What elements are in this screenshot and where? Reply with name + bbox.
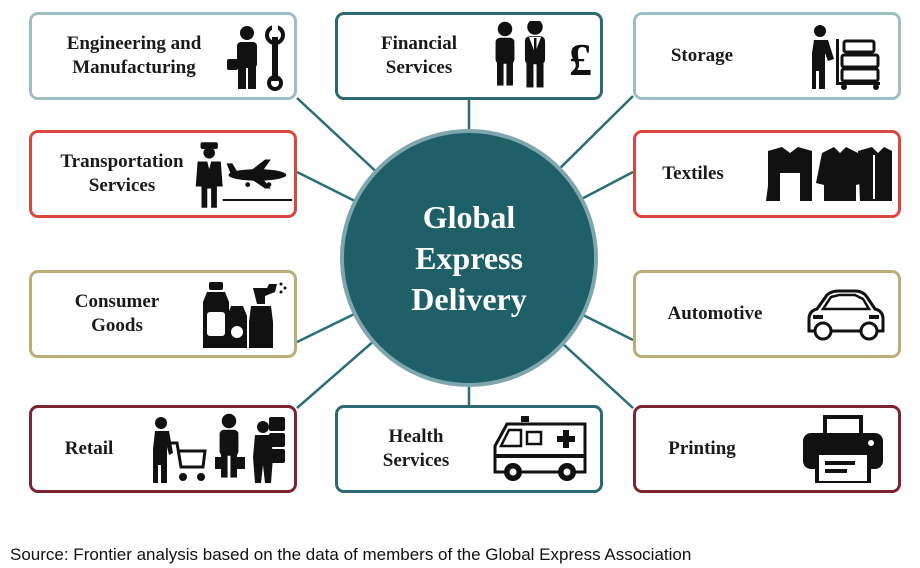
sector-box: Retail bbox=[29, 405, 297, 493]
sector-label: Consumer Goods bbox=[74, 291, 160, 336]
connector-line bbox=[580, 170, 634, 201]
connector-line bbox=[296, 312, 356, 344]
sector-label: Storage bbox=[670, 45, 734, 66]
sector-label: Engineering and Manufacturing bbox=[66, 33, 202, 78]
clothing-icon bbox=[754, 133, 898, 215]
sector-box: Textiles bbox=[633, 130, 901, 218]
worker-wrench-icon bbox=[222, 15, 294, 97]
sector-label: Health Services bbox=[382, 426, 450, 471]
connector-line bbox=[296, 97, 377, 173]
connector-line bbox=[296, 170, 356, 203]
sector-label: Financial Services bbox=[380, 33, 457, 78]
business-people-pound-icon: £ bbox=[478, 15, 600, 97]
warehouse-trolley-icon bbox=[796, 15, 898, 97]
sector-label: Printing bbox=[668, 438, 736, 459]
printer-icon bbox=[788, 408, 898, 490]
sector-box: Financial Services £ bbox=[335, 12, 603, 100]
pilot-airplane-icon bbox=[188, 133, 294, 215]
sector-box: Printing bbox=[633, 405, 901, 493]
sector-box: Automotive bbox=[633, 270, 901, 358]
sector-box: Storage bbox=[633, 12, 901, 100]
sector-box: Transportation Services bbox=[29, 130, 297, 218]
connector-line bbox=[582, 313, 634, 342]
hub-title: Global Express Delivery bbox=[411, 198, 527, 317]
ambulance-icon bbox=[482, 408, 600, 490]
cleaning-products-icon bbox=[194, 273, 294, 355]
sector-box: Consumer Goods bbox=[29, 270, 297, 358]
sector-label: Textiles bbox=[662, 163, 724, 184]
sector-label: Transportation Services bbox=[60, 151, 184, 196]
shoppers-icon bbox=[144, 408, 294, 490]
sector-box: Health Services bbox=[335, 405, 603, 493]
sector-label: Automotive bbox=[667, 303, 763, 324]
sector-label: Retail bbox=[64, 438, 114, 459]
source-note: Source: Frontier analysis based on the d… bbox=[10, 545, 692, 564]
connector-line bbox=[296, 340, 375, 409]
connector-line bbox=[561, 342, 634, 409]
connector-line bbox=[558, 95, 634, 170]
car-icon bbox=[792, 273, 898, 355]
svg-text:£: £ bbox=[569, 34, 592, 85]
hub-circle bbox=[340, 129, 598, 387]
sector-box: Engineering and Manufacturing bbox=[29, 12, 297, 100]
